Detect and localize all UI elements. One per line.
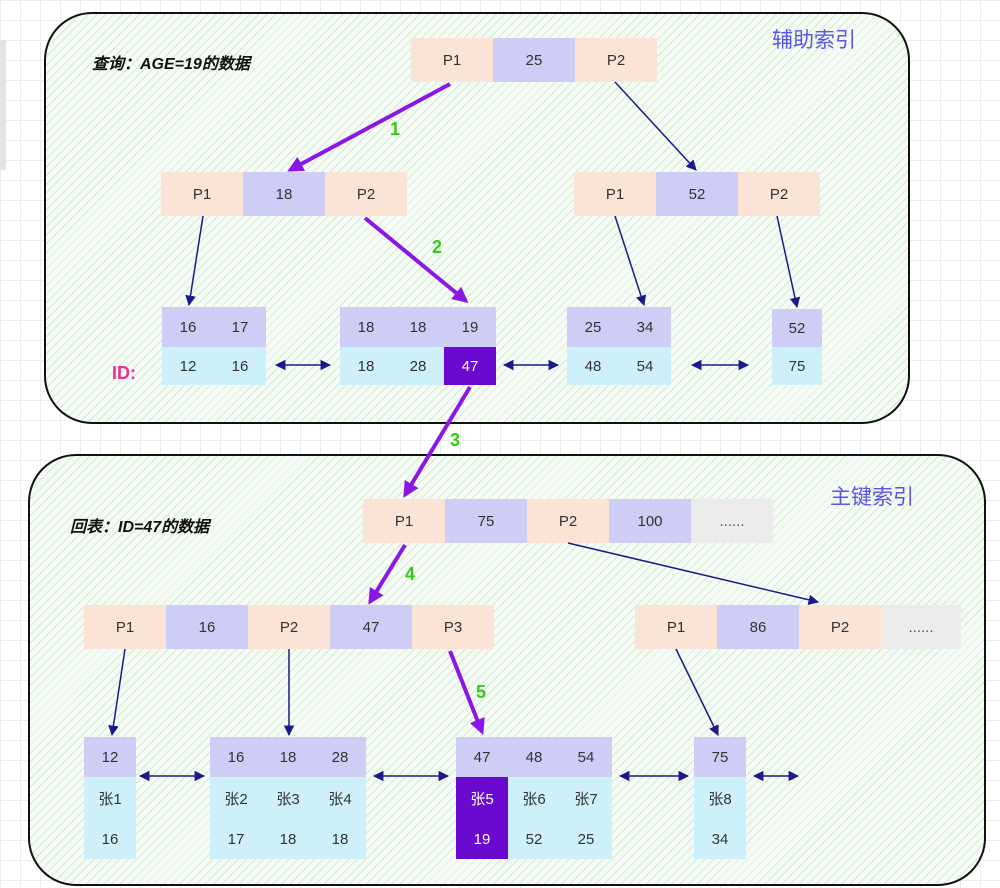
secondary-index-title: 辅助索引 <box>772 29 856 52</box>
secondary-query-text: 查询：AGE=19的数据 <box>92 56 250 73</box>
pri-leaf3-name-highlighted: 张5 <box>456 777 508 819</box>
sec-root-pointer-2: P2 <box>575 38 657 82</box>
sec-leaf2-key: 18 <box>392 307 444 347</box>
sec-left-internal-key: 18 <box>243 172 325 216</box>
sec-leaf3-key: 34 <box>619 307 671 347</box>
pri-leaf2-name: 张4 <box>314 777 366 819</box>
sec-leaf4-id: 75 <box>772 347 822 385</box>
sec-leaf2-key: 18 <box>340 307 392 347</box>
sec-leaf2-id: 28 <box>392 347 444 385</box>
sec-leaf2-key: 19 <box>444 307 496 347</box>
pri-right-internal-ellipsis: ...... <box>881 605 961 649</box>
path-arrow-step-3 <box>403 385 472 498</box>
pri-root-key-2: 100 <box>609 499 691 543</box>
sec-left-internal-pointer-1: P1 <box>161 172 243 216</box>
primary-query-text: 回表：ID=47的数据 <box>70 519 210 536</box>
path-arrow-step-5 <box>448 650 485 735</box>
pri-leaf1-name: 张1 <box>84 777 136 819</box>
pri-leaf2-age: 18 <box>262 819 314 859</box>
edge-sec-left-internal-to-leaf1 <box>185 215 204 307</box>
edge-pri-right-internal-to-leaf4 <box>675 648 719 736</box>
pri-right-internal-key: 86 <box>717 605 799 649</box>
pri-leaf3-age: 52 <box>508 819 560 859</box>
path-arrow-step-2 <box>363 216 469 304</box>
pri-leaf3-key: 54 <box>560 737 612 777</box>
pri-leaf4-key: 75 <box>694 737 746 777</box>
sec-leaf2-id-highlighted: 47 <box>444 347 496 385</box>
step-number: 4 <box>405 564 415 584</box>
sec-leaf1-key: 17 <box>214 307 266 347</box>
pri-leaf4-name: 张8 <box>694 777 746 819</box>
id-row-label: ID: <box>112 363 136 383</box>
pri-root-pointer-2: P2 <box>527 499 609 543</box>
sec-right-internal-pointer-2: P2 <box>738 172 820 216</box>
edge-sec-right-internal-to-leaf4 <box>776 215 801 309</box>
pri-leaf2-age: 18 <box>314 819 366 859</box>
pri-left-internal-pointer-3: P3 <box>412 605 494 649</box>
primary-index-title: 主键索引 <box>830 486 914 509</box>
edge-pri-left-internal-to-leaf1 <box>108 648 126 737</box>
pri-root-key-1: 75 <box>445 499 527 543</box>
pri-left-internal-key-1: 16 <box>166 605 248 649</box>
pri-leaf2-key: 16 <box>210 737 262 777</box>
sec-leaf3-id: 54 <box>619 347 671 385</box>
pri-leaf2-key: 18 <box>262 737 314 777</box>
edge-sec-right-internal-to-leaf3 <box>614 215 647 306</box>
pri-right-internal-pointer-2: P2 <box>799 605 881 649</box>
pri-leaf2-name: 张2 <box>210 777 262 819</box>
pri-leaf3-key: 47 <box>456 737 508 777</box>
left-edge-strip <box>0 40 6 170</box>
sec-leaf3-key: 25 <box>567 307 619 347</box>
pri-left-internal-key-2: 47 <box>330 605 412 649</box>
pri-root-pointer-1: P1 <box>363 499 445 543</box>
pri-left-internal-pointer-1: P1 <box>84 605 166 649</box>
sec-leaf2-id: 18 <box>340 347 392 385</box>
pri-leaf3-name: 张7 <box>560 777 612 819</box>
sec-root-key: 25 <box>493 38 575 82</box>
pri-left-internal-pointer-2: P2 <box>248 605 330 649</box>
sec-leaf1-id: 12 <box>162 347 214 385</box>
primary-index-panel <box>28 454 986 886</box>
pri-leaf2-key: 28 <box>314 737 366 777</box>
edge-sec-root-to-right-internal <box>614 81 697 171</box>
pri-leaf4-age: 34 <box>694 819 746 859</box>
sec-leaf3-id: 48 <box>567 347 619 385</box>
pri-right-internal-pointer-1: P1 <box>635 605 717 649</box>
pri-root-ellipsis: ...... <box>691 499 773 543</box>
step-number: 3 <box>450 430 460 450</box>
pri-leaf1-age: 16 <box>84 819 136 859</box>
step-number: 2 <box>432 237 442 257</box>
pri-leaf3-name: 张6 <box>508 777 560 819</box>
pri-leaf3-key: 48 <box>508 737 560 777</box>
pri-leaf3-age: 25 <box>560 819 612 859</box>
sec-leaf1-key: 16 <box>162 307 214 347</box>
pri-leaf3-age-highlighted: 19 <box>456 819 508 859</box>
sec-root-pointer-1: P1 <box>411 38 493 82</box>
sec-right-internal-pointer-1: P1 <box>574 172 656 216</box>
pri-leaf1-key: 12 <box>84 737 136 777</box>
pri-leaf2-age: 17 <box>210 819 262 859</box>
step-number: 1 <box>390 119 400 139</box>
pri-leaf2-name: 张3 <box>262 777 314 819</box>
edge-pri-root-to-right-internal <box>567 542 820 605</box>
sec-right-internal-key: 52 <box>656 172 738 216</box>
path-arrow-step-1 <box>287 82 451 172</box>
path-arrow-step-4 <box>368 543 407 605</box>
sec-left-internal-pointer-2: P2 <box>325 172 407 216</box>
sec-leaf4-key: 52 <box>772 309 822 347</box>
sec-leaf1-id: 16 <box>214 347 266 385</box>
step-number: 5 <box>476 682 486 702</box>
